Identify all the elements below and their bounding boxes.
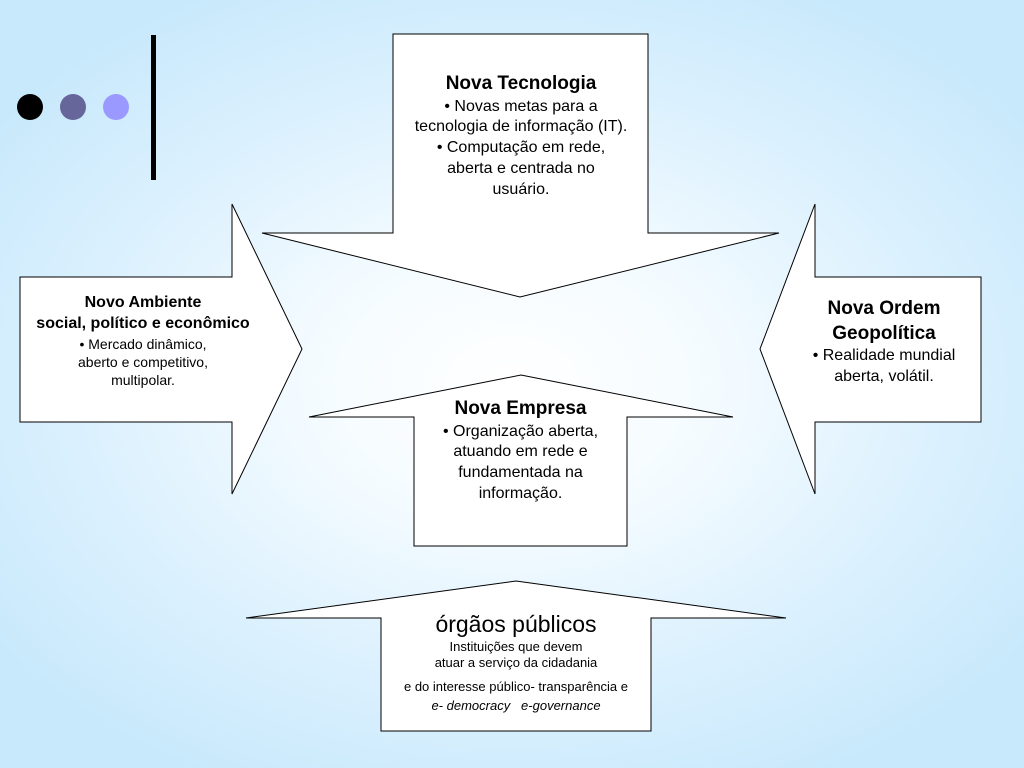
novo-ambiente-line: aberto e competitivo, [78, 353, 208, 370]
orgaos-publicos-italic-line: e- democracy e-governance [381, 698, 651, 715]
orgaos-publicos-line: Instituições que devem [449, 638, 583, 654]
nova-tecnologia-line: • Novas metas para a [444, 97, 598, 115]
nova-ordem-line: • Realidade mundial [812, 347, 956, 365]
nova-tecnologia-text: Nova Tecnologia • Novas metas para a tec… [392, 72, 650, 201]
e-democracy-label: e- democracy [431, 698, 511, 714]
nova-tecnologia-line: tecnologia de informação (IT). [414, 118, 628, 136]
nova-tecnologia-line: aberta e centrada no [447, 160, 595, 178]
arrow-down-top [261, 33, 780, 298]
e-governance-label: e-governance [521, 698, 601, 714]
nova-empresa-line: • Organização aberta, [442, 422, 599, 440]
decor-vertical-bar [151, 35, 156, 180]
arrow-up-bottom [245, 580, 787, 732]
nova-ordem-text: Nova Ordem Geopolítica • Realidade mundi… [790, 297, 978, 388]
nova-empresa-line: fundamentada na [458, 464, 583, 482]
nova-ordem-title: Geopolítica [832, 322, 936, 344]
nova-tecnologia-title: Nova Tecnologia [445, 73, 597, 94]
novo-ambiente-line: multipolar. [111, 371, 175, 388]
novo-ambiente-title: Novo Ambiente [84, 294, 202, 311]
nova-ordem-line: aberta, volátil. [834, 368, 934, 386]
orgaos-publicos-line: e do interesse público- transparência e [403, 679, 629, 695]
nova-tecnologia-line: usuário. [492, 180, 550, 198]
nova-tecnologia-line: • Computação em rede, [436, 139, 606, 157]
orgaos-publicos-text: órgãos públicos Instituições que devem a… [381, 611, 651, 715]
nova-empresa-text: Nova Empresa • Organização aberta, atuan… [414, 397, 627, 505]
novo-ambiente-line: • Mercado dinâmico, [79, 335, 207, 352]
nova-empresa-line: informação. [478, 485, 563, 503]
decor-dot-black [17, 94, 43, 120]
orgaos-publicos-line: atuar a serviço da cidadania [434, 655, 598, 671]
nova-ordem-title: Nova Ordem [827, 298, 941, 319]
decor-dot-slate [60, 94, 86, 120]
arrow-right-left [19, 203, 303, 495]
novo-ambiente-title: social, político e econômico [36, 314, 250, 332]
nova-empresa-title: Nova Empresa [454, 398, 587, 419]
novo-ambiente-text: Novo Ambiente social, político e econômi… [18, 293, 268, 389]
decor-dot-lavender [103, 94, 129, 120]
orgaos-publicos-title: órgãos públicos [435, 611, 597, 637]
arrow-left-right [759, 203, 982, 495]
nova-empresa-line: atuando em rede e [453, 443, 588, 461]
arrow-up-center [308, 374, 734, 547]
